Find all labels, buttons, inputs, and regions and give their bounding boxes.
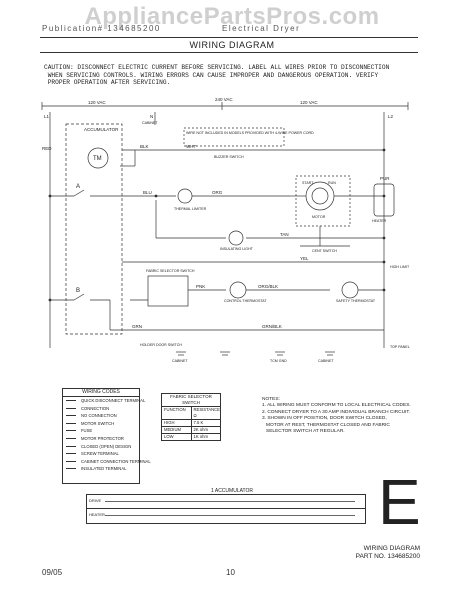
publication-number: Publication# 134685200 — [42, 24, 161, 33]
wire-org-blk-label: ORG/BLK — [258, 284, 278, 289]
wiring-code-item: MOTOR SWITCH — [63, 420, 139, 428]
motor-start-label: START — [302, 181, 314, 185]
buzzer-switch-label: BUZZER SWITCH — [214, 155, 244, 159]
footer-date: 09/05 — [42, 568, 63, 577]
wire-wht-label: WHT — [186, 144, 196, 149]
accumulator-chart: DRIVE HEATER — [86, 494, 366, 524]
timer-motor-label: TM — [93, 156, 102, 162]
wire-yel-label: YEL — [300, 256, 309, 261]
wire-pur-label: PUR — [380, 176, 390, 181]
revision-letter: E — [378, 466, 421, 538]
cabinet-label: CABINET — [142, 121, 158, 125]
n-label: N — [150, 114, 153, 119]
wiring-code-item: NO CONNECTION — [63, 412, 139, 420]
voltage-top-label: 240 VAC — [215, 97, 233, 102]
motor-run-label: RUN — [328, 181, 336, 185]
wiring-codes-title: WIRING CODES — [63, 389, 139, 397]
wiring-code-item: MOTOR PROTECTOR — [63, 435, 139, 443]
wire-tan-label: TAN — [280, 232, 289, 237]
wiring-code-item: CONNECTION — [63, 405, 139, 413]
l2-label: L2 — [388, 114, 394, 119]
safety-thermostat-label: SAFETY THERMOSTAT — [336, 299, 376, 303]
cabinet-ground-2-label: CABINET — [318, 359, 334, 363]
wiring-code-item: SCREW TERMINAL — [63, 450, 139, 458]
wire-grn-label: GRN — [132, 324, 142, 329]
cabinet-ground-label: CABINET — [172, 359, 188, 363]
fabric-table-title: FABRIC SELECTOR SWITCH — [162, 394, 220, 407]
fabric-selector-label: FABRIC SELECTOR SWITCH — [146, 269, 195, 273]
caution-text: CAUTION: DISCONNECT ELECTRIC CURRENT BEF… — [44, 64, 390, 86]
part-label: WIRING DIAGRAM PART NO. 134685200 — [340, 545, 420, 561]
part-number: PART NO. 134685200 — [355, 553, 420, 560]
wire-grn-blk-label: GRN/BLK — [262, 324, 282, 329]
top-panel-label: TOP PANEL — [390, 345, 410, 349]
wiring-code-item: FUSE — [63, 427, 139, 435]
high-limit-label: HIGH LIMIT — [390, 265, 410, 269]
footer-page-number: 10 — [226, 568, 235, 577]
thermal-limiter-label: THERMAL LIMITER — [174, 207, 207, 211]
switch-b-label: B — [76, 288, 80, 294]
voltage-right-label: 120 VAC — [300, 100, 318, 105]
wiring-codes-legend: WIRING CODES QUICK DISCONNECT TERMINAL C… — [62, 388, 151, 484]
heater-label: HEATER — [372, 219, 387, 223]
part-title: WIRING DIAGRAM — [363, 545, 420, 552]
wiring-code-item: CLOSED (OPEN) DESIGN — [63, 443, 139, 451]
accumulator-label: ACCUMULATOR — [84, 127, 119, 132]
voltage-left-label: 120 VAC — [88, 100, 106, 105]
accumulator-chart-label: 1 ACCUMULATOR — [210, 488, 254, 494]
motor-label: MOTOR — [312, 215, 326, 219]
cent-switch-label: CENT SWITCH — [312, 249, 337, 253]
watermark: AppliancePartsPros.com — [84, 3, 380, 30]
holder-door-switch-label: HOLDER DOOR SWITCH — [140, 343, 182, 347]
product-type: Electrical Dryer — [222, 24, 301, 33]
notes-text: NOTES: 1. ALL WIRING MUST CONFORM TO LOC… — [262, 397, 411, 435]
page-title: WIRING DIAGRAM — [189, 40, 275, 50]
wire-pnk-label: PNK — [196, 284, 205, 289]
accumulator-row-heater: HEATER — [87, 509, 365, 522]
wire-red-label: RED — [42, 146, 52, 151]
insulation-light-label: INSULATING LIGHT — [220, 247, 254, 251]
l1-label: L1 — [44, 114, 50, 119]
control-thermostat-label: CONTROL THERMOSTAT — [224, 299, 267, 303]
not-included-note: WIRE NOT INCLUDED IN MODELS PROVIDED WIT… — [186, 131, 314, 135]
wire-org-label: ORG — [212, 190, 223, 195]
header-rule — [40, 37, 418, 38]
title-rule — [40, 52, 418, 53]
wiring-code-item: CABINET CONNECTION TERMINAL — [63, 458, 151, 466]
tcm-ground-label: TCM GND — [270, 359, 287, 363]
wiring-code-item: INSULATED TERMINAL — [63, 465, 139, 473]
accumulator-row-drive: DRIVE — [87, 495, 365, 509]
wiring-code-item: QUICK DISCONNECT TERMINAL — [63, 397, 145, 405]
switch-a-label: A — [76, 184, 80, 190]
wire-blu-label: BLU — [143, 190, 152, 195]
wire-blk-label: BLK — [140, 144, 149, 149]
